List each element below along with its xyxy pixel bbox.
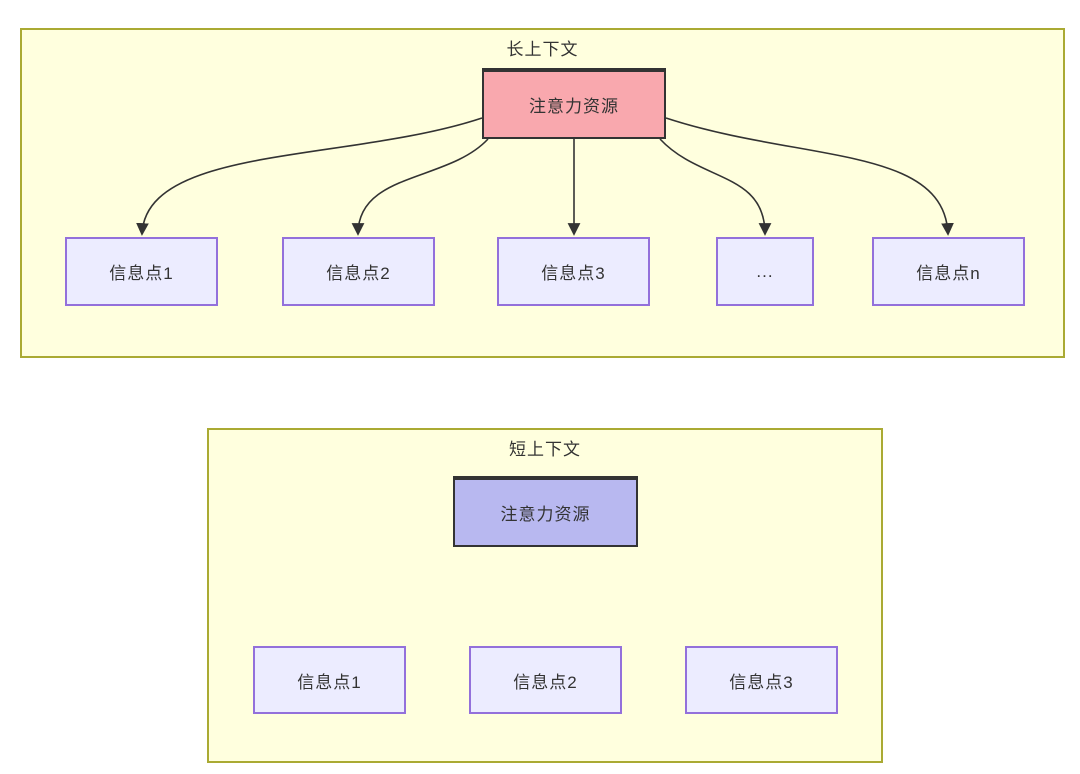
long-info-node-n: 信息点n (872, 237, 1025, 306)
short-info-node-1: 信息点1 (253, 646, 406, 714)
long-info-label-ellipsis: ... (756, 261, 774, 281)
long-info-label-1: 信息点1 (109, 264, 174, 283)
short-info-node-3: 信息点3 (685, 646, 838, 714)
long-info-label-n: 信息点n (916, 264, 981, 283)
long-info-node-3: 信息点3 (497, 237, 650, 306)
short-info-label-1: 信息点1 (297, 672, 362, 692)
long-attention-node: 注意力资源 (482, 68, 666, 139)
short-context-panel-title: 短上下文 (509, 440, 581, 459)
short-info-label-3: 信息点3 (729, 672, 794, 692)
short-attention-node: 注意力资源 (453, 476, 638, 547)
long-attention-label: 注意力资源 (529, 97, 619, 116)
long-info-label-2: 信息点2 (326, 264, 391, 283)
long-info-node-1: 信息点1 (65, 237, 218, 306)
long-info-node-ellipsis: ... (716, 237, 814, 306)
short-info-node-2: 信息点2 (469, 646, 622, 714)
short-info-label-2: 信息点2 (513, 672, 578, 692)
short-attention-label: 注意力资源 (500, 505, 591, 524)
long-info-node-2: 信息点2 (282, 237, 435, 306)
long-context-panel-title: 长上下文 (506, 40, 579, 59)
long-info-label-3: 信息点3 (541, 264, 606, 283)
